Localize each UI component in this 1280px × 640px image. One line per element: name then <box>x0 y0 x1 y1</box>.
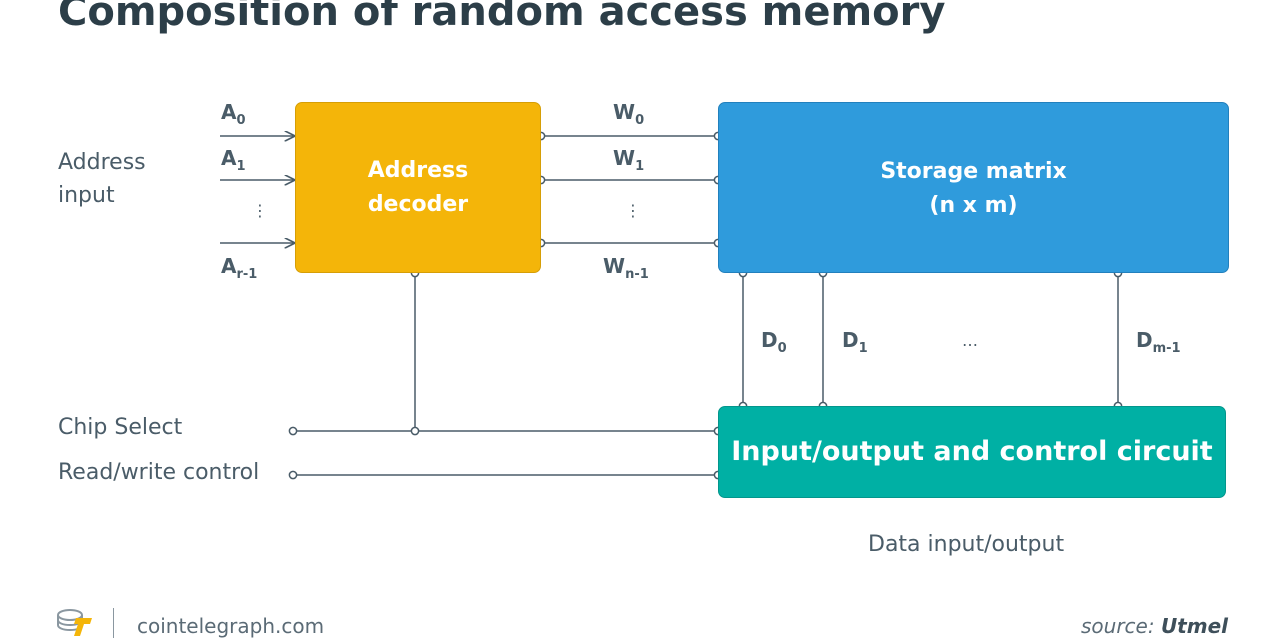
decoder-label-line1: Address <box>367 157 469 183</box>
signal-wn-1: Wn-1 <box>603 254 649 282</box>
signal-a1: A1 <box>221 146 246 174</box>
signal-d1: D1 <box>842 328 868 356</box>
chip-select-label: Chip Select <box>58 415 183 440</box>
io-control-block: Input/output and control circuit <box>718 406 1226 498</box>
signal-d0: D0 <box>761 328 787 356</box>
chip-select-terminal <box>288 426 298 436</box>
matrix-label-line1: Storage matrix <box>880 159 1067 184</box>
data-io-label: Data input/output <box>868 532 1065 557</box>
source-name: Utmel <box>1160 614 1228 638</box>
footer-site: cointelegraph.com <box>137 614 325 638</box>
data-ellipsis: … <box>962 331 978 350</box>
matrix-label-line2: (n x m) <box>929 193 1018 218</box>
page-title: Composition of random access memory <box>58 0 946 35</box>
storage-matrix-block: Storage matrix (n x m) <box>718 102 1229 273</box>
address-decoder-block: Address decoder <box>295 102 541 273</box>
word-ellipsis: ⋮ <box>625 201 641 220</box>
read-write-terminal <box>288 470 298 480</box>
cointelegraph-logo-icon <box>57 609 92 636</box>
address-input-label-line1: Address <box>58 150 146 175</box>
signal-w0: W0 <box>613 100 645 128</box>
signal-ar-1: Ar-1 <box>221 254 258 282</box>
footer-separator <box>113 608 114 638</box>
source-prefix: source: <box>1080 614 1155 638</box>
decoder-label-line2: decoder <box>367 191 469 217</box>
signal-dm-1: Dm-1 <box>1136 328 1181 356</box>
address-input-label-line2: input <box>58 183 115 208</box>
signal-a0: A0 <box>221 100 246 128</box>
address-ellipsis: ⋮ <box>252 201 268 220</box>
signal-w1: W1 <box>613 146 645 174</box>
read-write-label: Read/write control <box>58 460 260 485</box>
footer-source: source: Utmel <box>1081 612 1228 640</box>
junction <box>410 426 420 436</box>
